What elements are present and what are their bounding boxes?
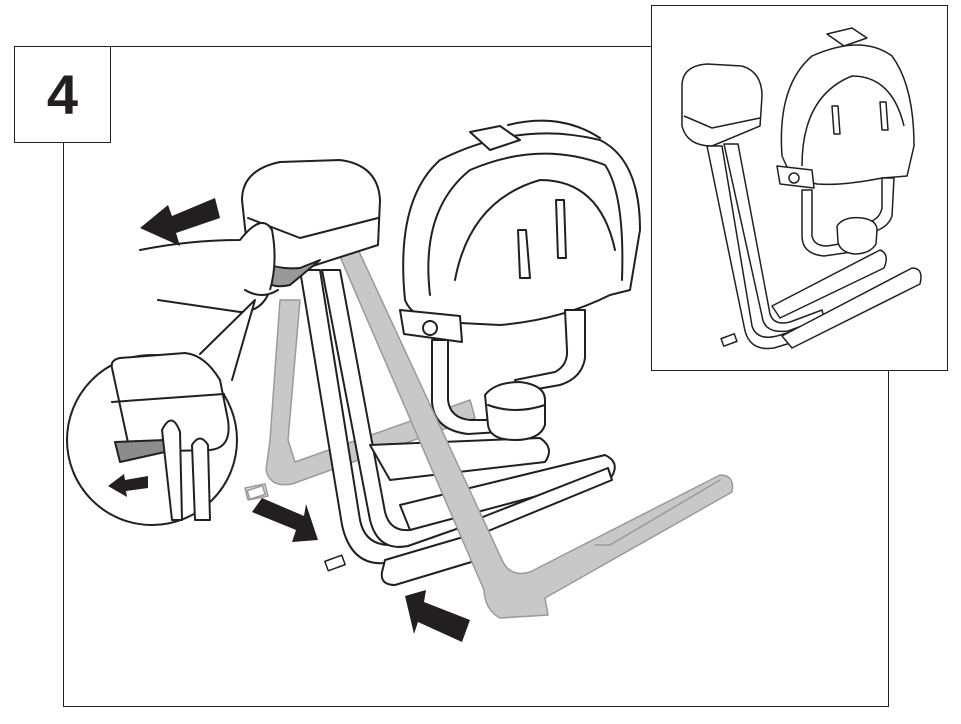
footrest-bars [369, 437, 616, 537]
step-number-box: 4 [14, 46, 111, 143]
arrows [108, 198, 470, 642]
hand [139, 221, 279, 313]
frame-tubes [299, 269, 483, 586]
detail-callout [66, 299, 256, 526]
seat-base [431, 309, 586, 441]
result-inset-frame [651, 5, 948, 371]
pull-left-arrow [140, 198, 220, 246]
main-illustration-frame [63, 46, 889, 707]
push-down-right-arrow [252, 498, 318, 542]
release-tab-arrow [108, 474, 148, 497]
push-up-left-arrow [405, 590, 470, 642]
step-number: 4 [46, 62, 79, 126]
assembled-seat-illustration [681, 27, 922, 350]
seat-back [399, 119, 641, 343]
leg-connectors [246, 484, 346, 572]
headrest-cap [241, 159, 381, 288]
